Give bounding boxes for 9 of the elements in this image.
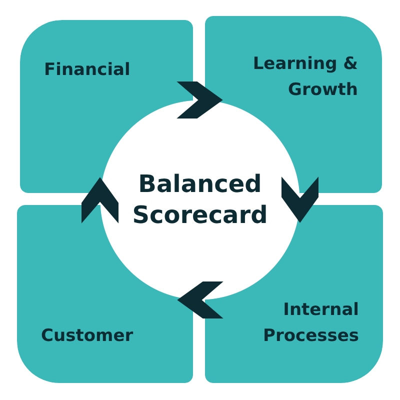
perspective-label: Learning & Growth [252, 53, 358, 102]
chevron-arrow [82, 177, 118, 224]
chevron-arrow [176, 82, 223, 118]
chevron-arrow [282, 176, 318, 223]
perspective-label: Customer [41, 324, 134, 348]
perspective-label: Financial [44, 59, 130, 82]
center-title: Balanced Scorecard [131, 168, 269, 231]
perspective-label: Internal Processes [262, 299, 359, 348]
chevron-arrow [177, 282, 224, 318]
